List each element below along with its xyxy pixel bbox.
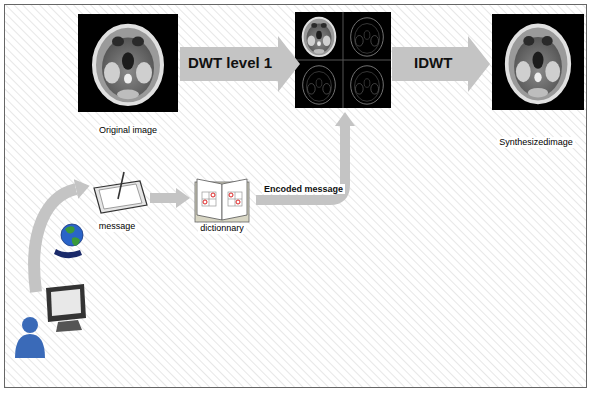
user-icon [15, 317, 45, 358]
arrow-label: Encoded message [262, 184, 345, 194]
caption: message [97, 221, 138, 232]
book-icon [203, 200, 207, 204]
globe-icon [72, 237, 80, 246]
caption: dictionnary [198, 223, 246, 234]
block-arrow [180, 36, 490, 92]
ct-image [492, 14, 584, 110]
dwt-subbands [343, 12, 391, 60]
book-icon [197, 179, 222, 220]
globe-icon [65, 226, 75, 233]
computer-icon [51, 289, 81, 316]
globe-icon [54, 249, 82, 258]
globe-icon [54, 224, 83, 258]
block-arrow [180, 36, 300, 92]
book-icon [228, 192, 242, 206]
flow-arrow [256, 126, 345, 200]
computer-icon [46, 284, 86, 322]
dwt-subbands [295, 12, 343, 60]
computer-icon [46, 284, 86, 332]
dwt-subbands [295, 60, 343, 108]
image-node: Original image [72, 12, 184, 136]
computer-icon [56, 320, 82, 332]
block-arrow [392, 36, 490, 92]
background [5, 5, 587, 388]
user-icon [22, 317, 38, 333]
tablet-icon [118, 172, 124, 199]
book-icon [228, 199, 242, 200]
dwt-subbands [295, 12, 391, 108]
caption: Synthesizedimage [497, 137, 575, 148]
globe-icon [61, 224, 83, 246]
image-node: Synthesizedimage [486, 12, 586, 148]
book-icon [236, 200, 240, 204]
icon-node: dictionnary [190, 174, 254, 234]
dwt-subbands [343, 60, 391, 108]
book-icon [229, 193, 233, 197]
icon-node: message [84, 178, 150, 232]
operation-label: DWT level 1 [186, 54, 274, 71]
tablet-icon [94, 172, 147, 213]
dwt-subbands [295, 60, 391, 61]
book-icon [211, 193, 215, 197]
flow-arrow [150, 193, 176, 203]
operation-label: IDWT [412, 54, 454, 71]
caption: Original image [97, 125, 159, 136]
user-icon [15, 334, 45, 358]
book-icon [202, 192, 216, 206]
flow-arrow [34, 126, 345, 292]
book-icon [195, 179, 249, 222]
book-icon [202, 199, 216, 200]
ct-image [78, 14, 178, 112]
book-icon [222, 179, 247, 220]
